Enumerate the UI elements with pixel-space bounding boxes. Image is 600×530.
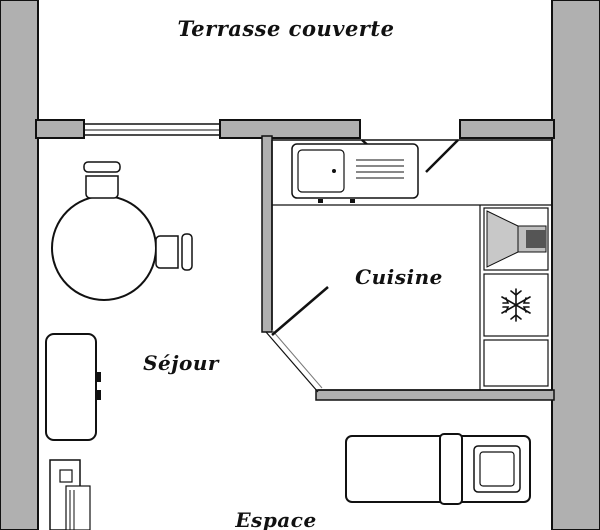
wall-right — [551, 0, 600, 530]
label-space: Espace — [234, 508, 316, 530]
sofa — [45, 333, 101, 441]
snowflake-icon — [501, 288, 531, 322]
wall-terrace-mid — [219, 119, 361, 139]
freezer — [483, 273, 549, 337]
terrace-door-right — [425, 139, 459, 173]
kitchen-door — [271, 286, 329, 336]
bottom-left-cabinet — [49, 459, 91, 530]
label-terrace: Terrasse couverte — [178, 16, 395, 41]
wall-terrace-left — [35, 119, 85, 139]
round-table — [51, 195, 157, 301]
chair-top — [83, 161, 121, 199]
kitchen-counter — [272, 143, 552, 390]
chair-right — [155, 233, 193, 271]
bed — [345, 433, 531, 505]
label-kitchen: Cuisine — [355, 265, 443, 289]
wall-left — [0, 0, 39, 530]
oven — [483, 207, 549, 271]
cabinet — [483, 339, 549, 387]
wall-kitchen-bottom — [315, 389, 555, 401]
label-living: Séjour — [143, 351, 220, 375]
wall-terrace-right — [459, 119, 555, 139]
sink — [291, 143, 419, 203]
dining-set — [51, 161, 193, 301]
wall-kitchen-left — [261, 135, 273, 333]
window — [84, 123, 220, 136]
